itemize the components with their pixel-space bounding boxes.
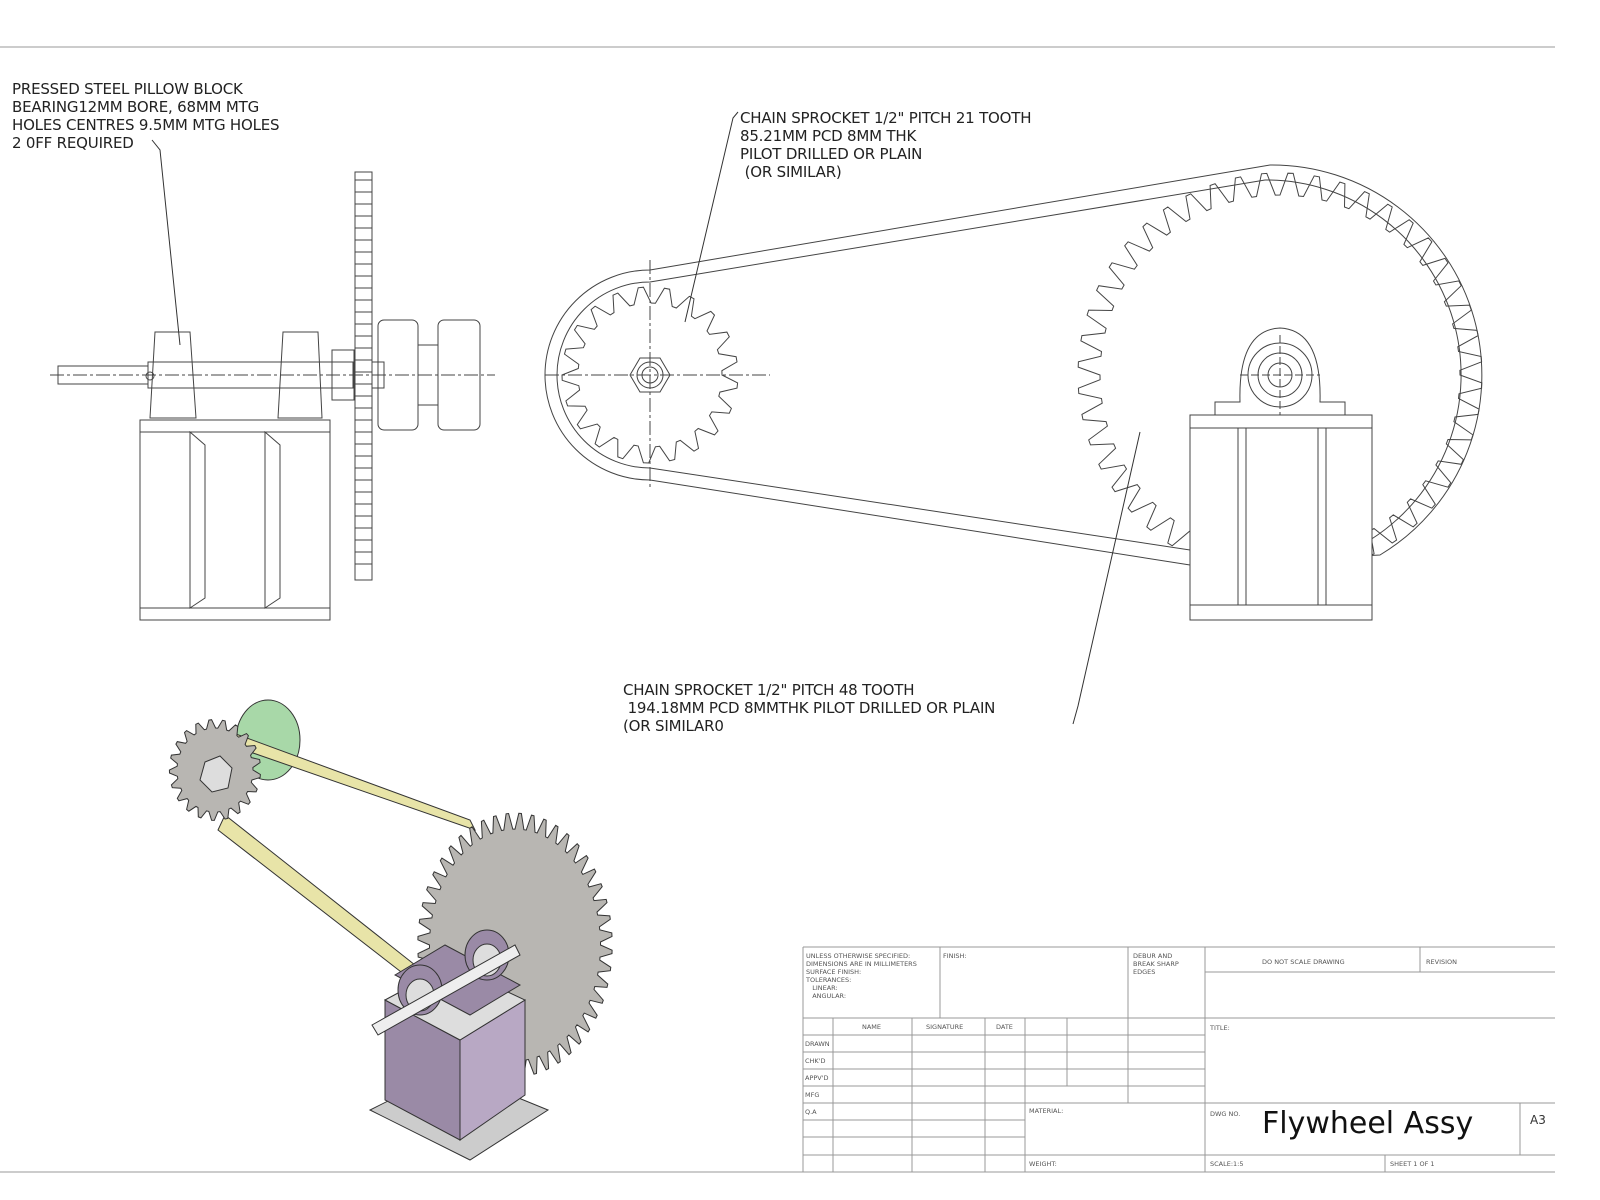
sheet-number: SHEET 1 OF 1 [1390, 1160, 1435, 1168]
dwg-no-label: DWG NO. [1210, 1110, 1241, 1118]
hub [331, 349, 355, 401]
iso-chain-bottom [217, 814, 416, 976]
note-small-sprocket: CHAIN SPROCKET 1/2" PITCH 21 TOOTH 85.21… [740, 109, 1032, 181]
row-checked: CHK'D [805, 1057, 826, 1065]
side-view [50, 171, 495, 621]
small-sprocket [561, 286, 739, 464]
sheet-size: A3 [1530, 1113, 1546, 1127]
row-drawn: DRAWN [805, 1040, 830, 1048]
do-not-scale-label: DO NOT SCALE DRAWING [1262, 958, 1345, 966]
revision-label: REVISION [1426, 958, 1458, 966]
stand-box-front [1189, 414, 1373, 621]
iso-chain-top [224, 729, 476, 831]
tolerances-note: UNLESS OTHERWISE SPECIFIED: DIMENSIONS A… [806, 952, 917, 1000]
note-pillow-block: PRESSED STEEL PILLOW BLOCK BEARING12MM B… [12, 80, 280, 152]
chain-outer [544, 164, 1483, 566]
set-screw [145, 371, 155, 381]
stand-box [139, 419, 331, 621]
title-block-grid [802, 946, 1555, 1172]
iso-shaft [371, 944, 521, 1036]
drawing-title: Flywheel Assy [1262, 1106, 1474, 1141]
iso-nut [199, 755, 233, 793]
title-label: TITLE: [1210, 1024, 1230, 1032]
weight-label: WEIGHT: [1029, 1160, 1057, 1168]
finish-label: FINISH: [943, 952, 967, 960]
material-label: MATERIAL: [1029, 1107, 1064, 1115]
col-name: NAME [862, 1023, 882, 1031]
leader-lines [151, 111, 1141, 725]
col-signature: SIGNATURE [926, 1023, 964, 1031]
hex-nut [629, 357, 671, 393]
front-view [544, 164, 1483, 621]
row-approved: APPV'D [805, 1074, 829, 1082]
sprocket-side [354, 171, 373, 581]
note-large-sprocket: CHAIN SPROCKET 1/2" PITCH 48 TOOTH 194.1… [623, 681, 996, 735]
pillow-block-right [277, 331, 323, 419]
isometric-view [168, 699, 613, 1161]
deburr-note: DEBUR AND BREAK SHARP EDGES [1133, 952, 1179, 976]
chain-inner [556, 179, 1462, 551]
row-mfg: MFG [805, 1091, 820, 1099]
scale-label: SCALE:1:5 [1210, 1160, 1244, 1168]
flywheel-right [437, 319, 481, 431]
row-qa: Q.A [805, 1108, 817, 1116]
shaft [147, 361, 354, 389]
col-date: DATE [996, 1023, 1013, 1031]
